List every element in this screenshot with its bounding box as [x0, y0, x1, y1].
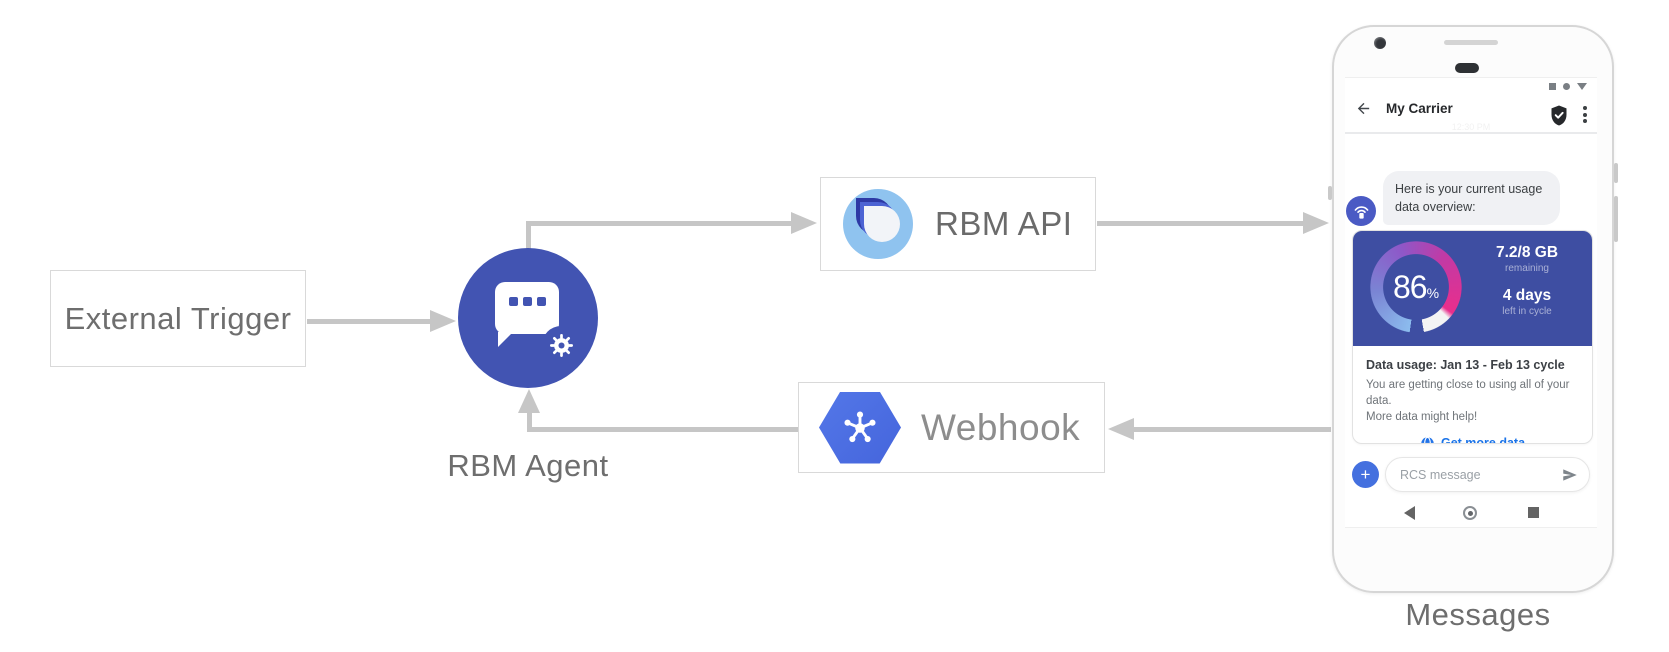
cloud-hexagon-icon — [819, 391, 901, 464]
messages-caption: Messages — [1405, 597, 1551, 632]
nav-back-icon[interactable] — [1404, 506, 1415, 520]
usage-percent: 86 — [1392, 268, 1428, 305]
get-more-data-button[interactable]: Get more data — [1366, 436, 1579, 444]
arrow-webhook-to-agent-hline — [527, 427, 798, 432]
arrow-agent-to-api-hline — [526, 221, 792, 226]
message-timestamp: 12:30 PM — [1451, 122, 1491, 132]
cycle-label: left in cycle — [1502, 306, 1552, 317]
arrow-trigger-to-agent-line — [307, 319, 431, 324]
usage-stats: 7.2/8 GB remaining 4 days left in cycle — [1465, 244, 1589, 317]
arrow-agent-to-api-vline — [526, 223, 531, 251]
add-attachment-button[interactable]: + — [1352, 461, 1379, 488]
usage-gauge-label: 86% — [1370, 241, 1462, 333]
rbm-api-logo-icon — [843, 189, 913, 259]
remaining-value: 7.2/8 GB — [1495, 244, 1559, 261]
arrow-api-to-phone-line — [1097, 221, 1304, 226]
conversation-title: My Carrier — [1386, 101, 1453, 116]
agent-avatar — [1346, 196, 1376, 226]
arrow-trigger-to-agent-head — [430, 310, 456, 332]
usage-gauge-ring — [1370, 241, 1462, 333]
chat-dots-icon — [495, 297, 559, 306]
send-icon[interactable] — [1561, 466, 1579, 484]
usage-percent-symbol: % — [1426, 285, 1440, 301]
usage-card-title: Data usage: Jan 13 - Feb 13 cycle — [1366, 358, 1565, 372]
rbm-agent-label: RBM Agent — [447, 448, 609, 483]
rcs-message-input[interactable] — [1400, 467, 1561, 482]
usage-card-header: 86% 7.2/8 GB remaining 4 days left in cy… — [1353, 231, 1592, 346]
arrow-api-to-phone-head — [1303, 212, 1329, 234]
front-camera — [1374, 37, 1386, 49]
globe-icon — [1421, 436, 1434, 443]
get-more-data-label: Get more data — [1440, 436, 1526, 444]
usage-card-body: Data usage: Jan 13 - Feb 13 cycle You ar… — [1353, 346, 1592, 444]
plus-icon: + — [1360, 465, 1371, 484]
gear-icon — [542, 326, 580, 364]
earpiece — [1455, 63, 1479, 73]
kebab-menu-icon[interactable] — [1583, 106, 1587, 123]
chat-bubble-tail — [498, 332, 513, 347]
message-composer — [1385, 457, 1590, 492]
rbm-api-box: RBM API — [820, 177, 1096, 271]
remaining-label: remaining — [1505, 263, 1549, 274]
arrow-phone-to-webhook-line — [1134, 427, 1331, 432]
rbm-agent-node — [458, 248, 598, 388]
volume-button — [1614, 196, 1618, 242]
status-triangle-icon — [1577, 83, 1587, 90]
arrow-agent-to-api-head — [791, 212, 817, 234]
external-trigger-box: External Trigger — [50, 270, 306, 367]
speaker-grille — [1444, 40, 1498, 45]
webhook-box: Webhook — [798, 382, 1105, 473]
webhook-label: Webhook — [921, 406, 1081, 448]
bot-message-bubble: Here is your current usage data overview… — [1383, 171, 1560, 226]
chat-bubble-icon — [495, 282, 559, 334]
cycle-value: 4 days — [1502, 287, 1552, 304]
external-trigger-label: External Trigger — [64, 300, 292, 336]
header-divider — [1345, 132, 1597, 134]
arrow-webhook-to-agent-vline — [527, 410, 532, 431]
usage-gauge: 86% — [1370, 241, 1462, 333]
usage-card: 86% 7.2/8 GB remaining 4 days left in cy… — [1352, 230, 1593, 444]
sim-tray — [1328, 186, 1332, 200]
usage-card-text-line1: You are getting close to using all of yo… — [1366, 379, 1570, 407]
arrow-phone-to-webhook-head — [1108, 418, 1134, 440]
wifi-antenna-icon — [1354, 205, 1368, 219]
nav-recents-icon[interactable] — [1528, 507, 1539, 518]
arrow-webhook-to-agent-head — [518, 389, 540, 413]
back-arrow-icon[interactable] — [1355, 100, 1372, 117]
nav-home-icon[interactable] — [1463, 506, 1477, 520]
verified-shield-icon[interactable] — [1549, 104, 1569, 132]
power-button — [1614, 163, 1618, 183]
status-square-icon — [1549, 83, 1556, 90]
status-bar — [1549, 83, 1587, 90]
status-dot-icon — [1563, 83, 1570, 90]
rbm-api-label: RBM API — [935, 205, 1073, 242]
usage-card-text-line2: More data might help! — [1366, 410, 1478, 423]
